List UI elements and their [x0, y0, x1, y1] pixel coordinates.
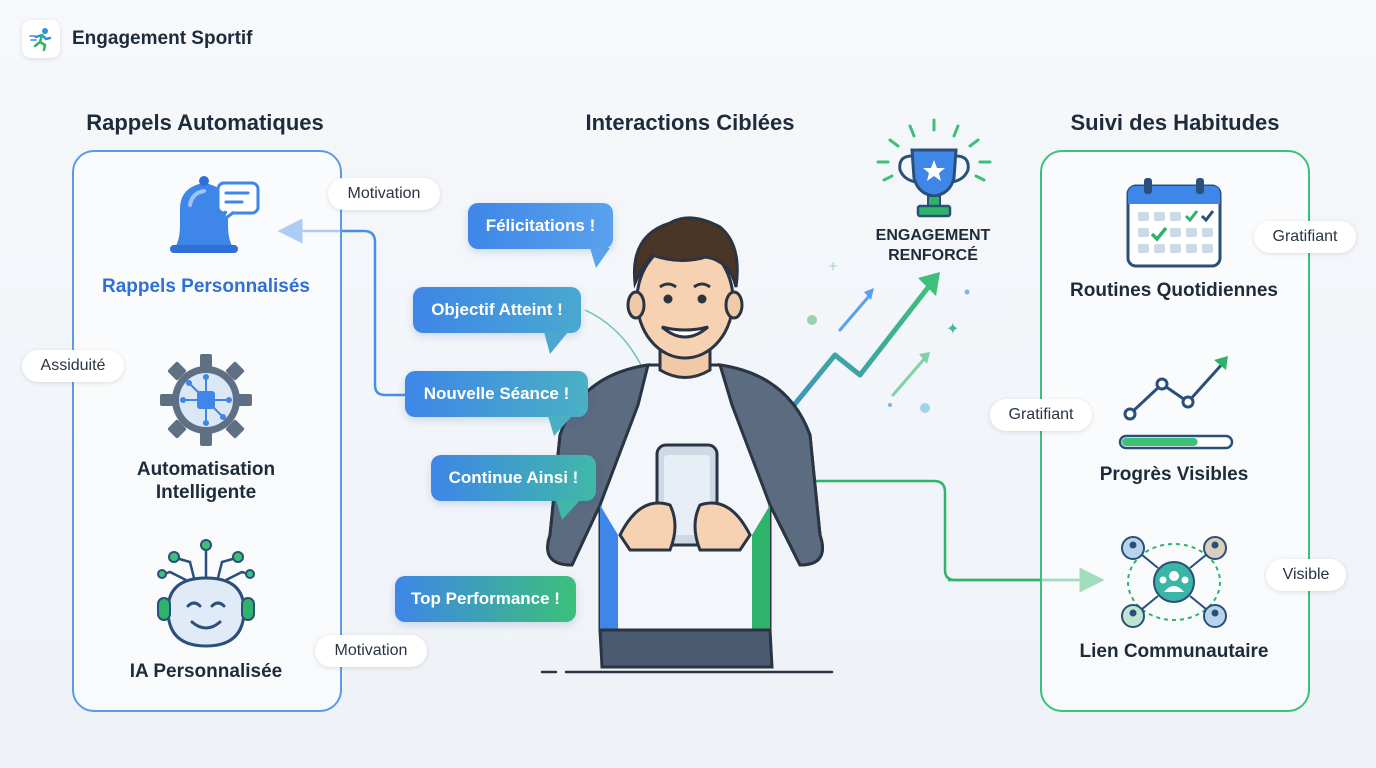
athlete-illustration: [540, 216, 834, 674]
bubble-nouvelle-seance: Nouvelle Séance !: [405, 371, 588, 417]
label-ia-personnalisee: IA Personnalisée: [129, 661, 283, 682]
progress-chart-icon: [1118, 356, 1234, 450]
label-automatisation-intelligente: Automatisation Intelligente: [136, 459, 276, 503]
tag-motivation-top: Motivation: [328, 178, 440, 210]
runner-icon: [29, 28, 52, 52]
tag-visible: Visible: [1266, 559, 1346, 591]
label-lien-communautaire: Lien Communautaire: [1079, 641, 1269, 662]
community-network-icon: [1121, 536, 1227, 628]
svg-text:✦: ✦: [946, 319, 959, 338]
label-engagement: ENGAGEMENT: [875, 227, 991, 244]
bubble-top-performance: Top Performance !: [395, 576, 576, 622]
tag-motivation-bottom: Motivation: [315, 635, 427, 667]
label-routines-quotidiennes: Routines Quotidiennes: [1070, 280, 1278, 301]
label-renforce: RENFORCÉ: [888, 247, 978, 264]
bell-chat-icon: [170, 176, 260, 253]
bubble-nouvelle-tail: [548, 416, 572, 436]
bubble-felicitations: Félicitations !: [468, 203, 613, 249]
app-title: Engagement Sportif: [72, 28, 253, 49]
bubble-continue-tail: [556, 500, 580, 520]
bubble-objectif-atteint: Objectif Atteint !: [413, 287, 581, 333]
bubble-continue-ainsi: Continue Ainsi !: [431, 455, 596, 501]
arrow-to-reminders: [277, 218, 405, 397]
calendar-check-icon: [1126, 178, 1222, 268]
tag-assiduite: Assiduité: [22, 350, 124, 382]
label-rappels-personnalises: Rappels Personnalisés: [101, 276, 311, 297]
ai-head-icon: [157, 539, 255, 648]
bubble-objectif-tail: [544, 332, 568, 354]
progress-fill: [1122, 438, 1198, 446]
logo-badge: [22, 20, 60, 58]
svg-text:+: +: [925, 229, 935, 243]
title-interactions-ciblees: Interactions Ciblées: [585, 110, 795, 135]
title-suivi-habitudes: Suivi des Habitudes: [1070, 110, 1280, 135]
bubble-felicitations-tail: [590, 248, 610, 268]
title-rappels-automatiques: Rappels Automatiques: [86, 110, 324, 135]
gear-chip-icon: [160, 354, 252, 446]
svg-text:+: +: [828, 259, 838, 273]
tag-gratifiant-mid: Gratifiant: [990, 399, 1092, 431]
tag-gratifiant-top: Gratifiant: [1254, 221, 1356, 253]
trophy-icon: [876, 118, 992, 218]
label-progres-visibles: Progrès Visibles: [1099, 464, 1249, 485]
